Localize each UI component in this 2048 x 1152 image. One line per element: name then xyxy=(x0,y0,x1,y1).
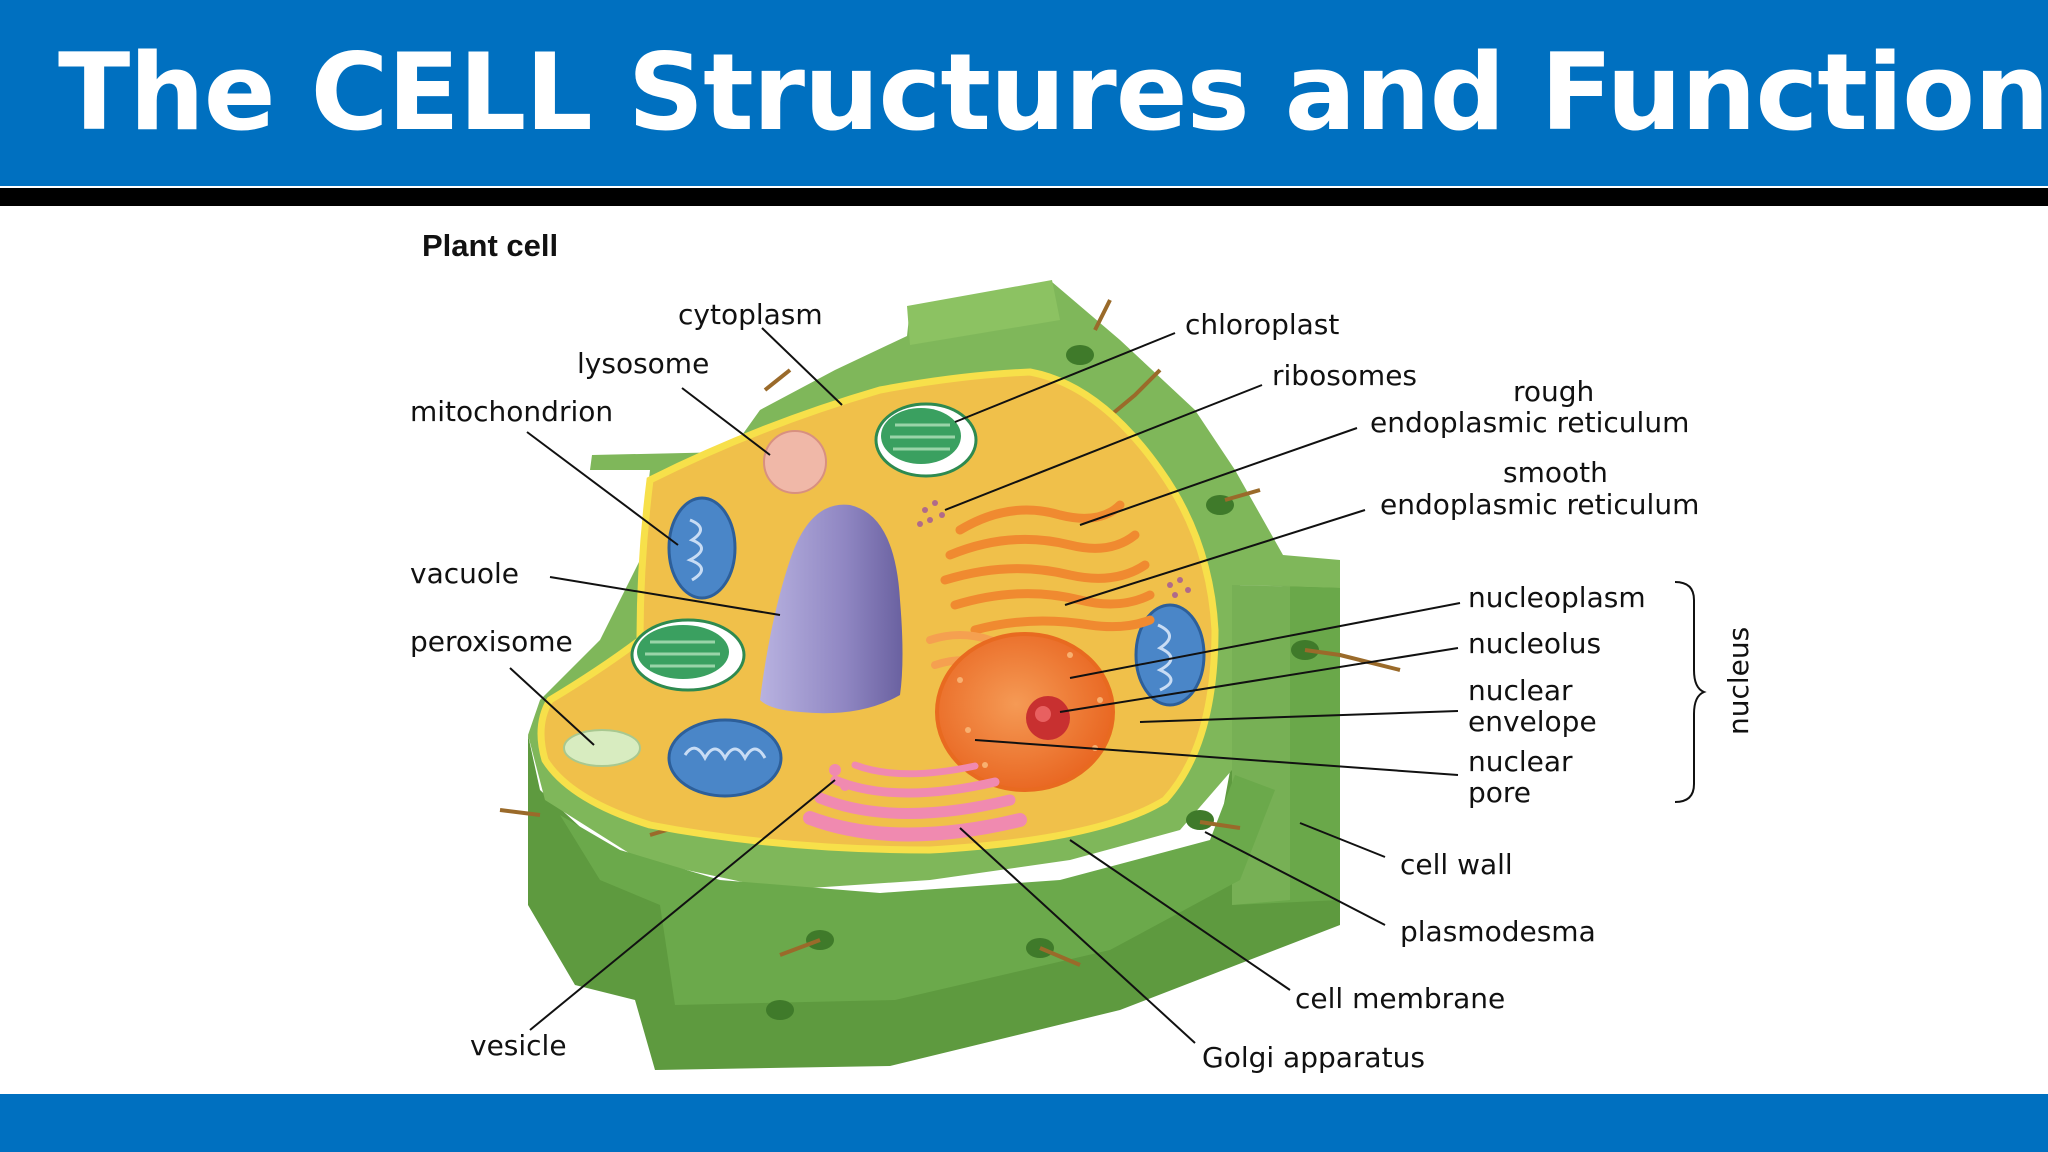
label-vesicle: vesicle xyxy=(470,1029,567,1062)
footer-bar xyxy=(0,1094,2048,1152)
slide-title: The CELL Structures and Functions xyxy=(58,31,2048,154)
label-nuclear-pore-1: nuclear xyxy=(1468,745,1573,778)
label-nuclear-envelope-2: envelope xyxy=(1468,705,1597,738)
mitochondrion xyxy=(667,496,737,600)
label-mitochondrion: mitochondrion xyxy=(410,395,613,428)
title-divider xyxy=(0,188,2048,206)
nucleus-brace xyxy=(1674,581,1707,803)
label-lysosome: lysosome xyxy=(577,347,709,380)
label-vacuole: vacuole xyxy=(410,557,519,590)
ribosomes xyxy=(917,500,1191,598)
label-peroxisome: peroxisome xyxy=(410,625,573,658)
label-golgi: Golgi apparatus xyxy=(1202,1041,1425,1074)
label-rough-er-1: rough xyxy=(1513,375,1594,408)
label-cell-membrane: cell membrane xyxy=(1295,982,1505,1015)
lysosome xyxy=(763,430,827,494)
label-chloroplast: chloroplast xyxy=(1185,308,1339,341)
label-nucleus: nucleus xyxy=(1722,627,1755,735)
label-rough-er-2: endoplasmic reticulum xyxy=(1370,406,1689,439)
mitochondrion-2 xyxy=(667,718,783,798)
leader-lines xyxy=(509,327,1461,1044)
labels: cytoplasm lysosome mitochondrion vacuole… xyxy=(410,298,1755,1074)
chloroplast xyxy=(874,402,978,478)
vacuole xyxy=(760,504,903,714)
label-smooth-er-1: smooth xyxy=(1503,456,1608,489)
label-smooth-er-2: endoplasmic reticulum xyxy=(1380,488,1699,521)
label-nucleolus: nucleolus xyxy=(1468,627,1601,660)
label-cytoplasm: cytoplasm xyxy=(678,298,823,331)
label-nuclear-envelope-1: nuclear xyxy=(1468,674,1573,707)
golgi-apparatus xyxy=(803,761,1027,842)
mitochondrion-3 xyxy=(1134,603,1206,707)
chloroplast-2 xyxy=(630,618,746,692)
title-bar: The CELL Structures and Functions xyxy=(0,0,2048,186)
rough-endoplasmic-reticulum xyxy=(940,500,1155,635)
label-cell-wall: cell wall xyxy=(1400,848,1513,881)
label-nucleoplasm: nucleoplasm xyxy=(1468,581,1646,614)
peroxisome xyxy=(563,729,641,767)
diagram-heading: Plant cell xyxy=(422,228,558,263)
label-ribosomes: ribosomes xyxy=(1272,359,1417,392)
nucleus xyxy=(935,632,1115,792)
label-nuclear-pore-2: pore xyxy=(1468,776,1531,809)
label-plasmodesma: plasmodesma xyxy=(1400,915,1596,948)
